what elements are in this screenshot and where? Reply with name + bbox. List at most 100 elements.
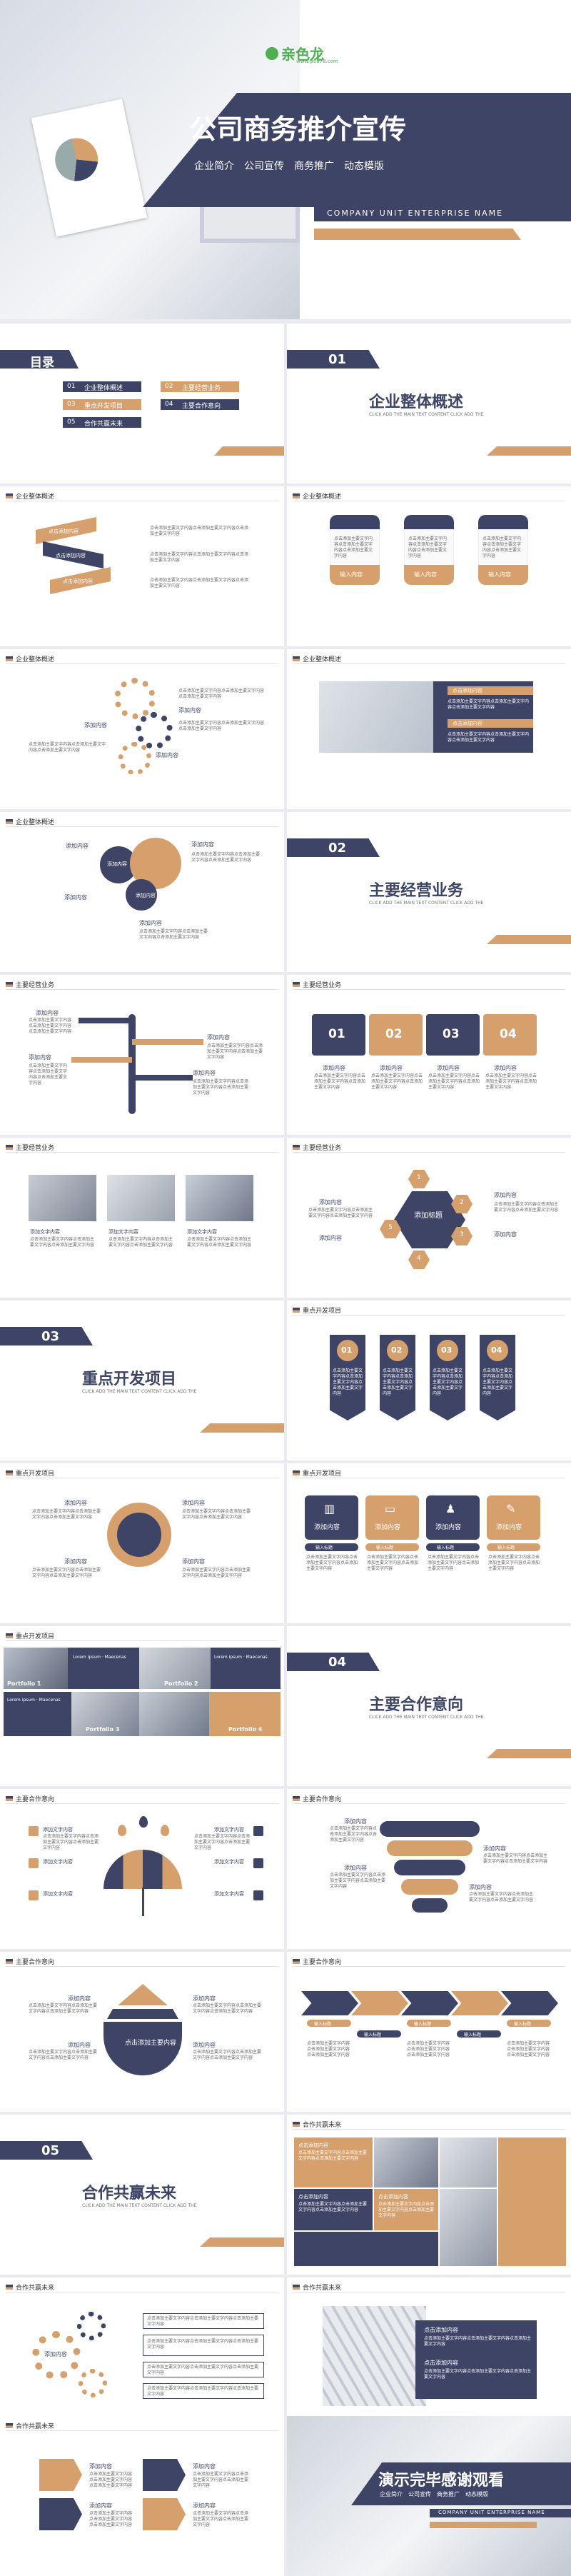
cooperation-chevrons-slide: 主要合作意向 输入标题 输入标题 输入标题 输入标题 输入标题 点击添加主要文字… (287, 1952, 571, 2112)
building-panel (415, 2320, 537, 2399)
section-accent (487, 935, 571, 944)
photo-title-1: 添加文字内容 (30, 1229, 60, 1235)
header-icon (293, 2285, 300, 2290)
section-number: 02 (328, 841, 347, 856)
book-icon: ▥ (324, 1502, 335, 1515)
header-icon (293, 2122, 300, 2127)
tile-text-1: 点击添加主要文字内容点击添加主要文字内容点击添加主要文字内容 (89, 2472, 133, 2488)
header-icon (6, 493, 13, 498)
chev-pill-5 (507, 2020, 551, 2027)
header-icon (293, 982, 300, 987)
arrow-right-1 (132, 1039, 203, 1045)
card-label-3: 输入内容 (488, 571, 511, 578)
photo-tag-label-2: 点击添加内容 (453, 721, 482, 726)
tile-label-1: 添加内容 (89, 2463, 112, 2470)
icon-card-label-1: 添加内容 (314, 1524, 340, 1531)
section-02-slide: 02 主要经营业务 CLICK ADD THE MAIN TEXT CONTEN… (287, 812, 571, 972)
section-number: 01 (328, 352, 347, 367)
icon-pill-label-2: 输入标题 (376, 1545, 394, 1550)
toc-item-2[interactable] (161, 381, 239, 392)
pillar-badge-1 (337, 1340, 358, 1361)
cross-center-icon (128, 1524, 150, 1545)
slide-header: 合作共赢未来 (6, 2282, 54, 2292)
portfolio-text-1: Lorem ipsum · Maecenas (73, 1655, 126, 1660)
gear-3-icon (118, 742, 151, 775)
future-photo-grid-slide: 合作共赢未来 点击添加内容 点击添加主要文字内容点击添加主要文字内容点击添加主要… (287, 2115, 571, 2275)
toc-item-5[interactable] (63, 417, 141, 428)
icon-pill-1 (305, 1543, 358, 1551)
pillar-num-1: 01 (341, 1345, 353, 1355)
header-text: 合作共赢未来 (303, 2122, 342, 2129)
toc-item-3[interactable] (63, 399, 141, 410)
header-line (6, 2430, 278, 2431)
photo-title-2: 添加文字内容 (108, 1229, 138, 1235)
puzzle-num-2: 02 (385, 1027, 403, 1041)
tile-1 (39, 2459, 82, 2491)
cross-label-4: 添加内容 (182, 1558, 205, 1565)
venn-text-4: 点击添加主要文字内容点击添加主要文字内容点击添加主要文字内容 (139, 929, 208, 940)
hex-num-2: 2 (460, 1199, 464, 1206)
cross-label-2: 添加内容 (182, 1500, 205, 1506)
section-number-bar (287, 350, 380, 369)
slide-header: 主要合作意向 (293, 1794, 341, 1803)
icon-pill-label-3: 输入标题 (437, 1545, 455, 1550)
header-icon (6, 1470, 13, 1475)
pillar-badge-2 (387, 1340, 408, 1361)
spiral-band-3 (394, 1860, 465, 1875)
section-number: 04 (328, 1655, 347, 1670)
chevron-5 (501, 1991, 558, 2015)
toc-item-4[interactable] (161, 399, 239, 410)
toc-num-3: 03 (67, 401, 76, 408)
photo-1 (29, 1175, 96, 1221)
card-top-2 (404, 515, 454, 529)
portfolio-photo-2 (139, 1648, 211, 1689)
slide-header: 重点开发项目 (6, 1468, 54, 1478)
header-line (6, 663, 278, 664)
card-text-2: 点击添加主要文字内容点击添加主要文字内容点击添加主要文字内容 (408, 536, 448, 558)
pyramid-label-1: 添加内容 (68, 1995, 91, 2002)
card-label-1: 输入内容 (340, 571, 363, 578)
pillar-badge-3 (437, 1340, 458, 1361)
hex-3 (451, 1227, 473, 1246)
header-text: 重点开发项目 (303, 1470, 342, 1478)
slide-header: 重点开发项目 (293, 1468, 341, 1478)
toc-item-1[interactable] (63, 381, 141, 392)
chev-text-3: 点击添加主要文字内容点击添加主要文字内容点击添加主要文字内容 (407, 2041, 450, 2058)
icon-card-label-4: 添加内容 (496, 1524, 522, 1531)
pillar-text-2: 点击添加主要文字内容点击添加主要文字内容点击添加主要文字内容 (383, 1368, 413, 1396)
header-line (293, 2129, 565, 2130)
photo-tag-1 (448, 686, 533, 695)
side-icon-1 (29, 1826, 39, 1836)
photo-text-2: 点击添加主要文字内容点击添加主要文字内容点击添加主要文字内容 (448, 732, 530, 743)
card-top-1 (330, 515, 380, 529)
header-icon (293, 1308, 300, 1313)
portfolio-text-2: Lorem ipsum · Maecenas (214, 1655, 268, 1660)
header-line (293, 663, 565, 664)
project-cross-slide: 重点开发项目 添加内容 添加内容 添加内容 添加内容 点击添加主要文字内容点击添… (0, 1463, 284, 1623)
tile-label-4: 添加内容 (193, 2502, 216, 2509)
cover-english: COMPANY UNIT ENTERPRISE NAME (327, 209, 504, 218)
header-text: 重点开发项目 (16, 1470, 55, 1478)
header-line (293, 1152, 565, 1153)
spiral-band-5 (412, 1898, 448, 1913)
portfolio-photo-1 (4, 1648, 68, 1689)
header-icon (6, 2285, 13, 2290)
section-number: 05 (41, 2143, 60, 2158)
header-line (293, 1803, 565, 1804)
card-text-1: 点击添加主要文字内容点击添加主要文字内容点击添加主要文字内容 (334, 536, 373, 558)
future-panel-4 (294, 2232, 438, 2266)
card-foot-2 (404, 565, 454, 585)
header-text: 重点开发项目 (16, 1633, 55, 1640)
header-text: 企业整体概述 (16, 819, 55, 826)
future-gear-label: 添加内容 (44, 2351, 67, 2357)
chev-pill-label-5: 输入标题 (514, 2022, 532, 2027)
future-label-1: 点击添加内容 (298, 2143, 328, 2148)
slide-header: 主要经营业务 (6, 1143, 54, 1152)
pillar-num-2: 02 (391, 1345, 403, 1355)
card-text-3: 点击添加主要文字内容点击添加主要文字内容点击添加主要文字内容 (482, 536, 522, 558)
arrow-stem (128, 1014, 136, 1114)
gear-text-3: 点击添加主要文字内容点击添加主要文字内容点击添加主要文字内容 (29, 742, 106, 753)
slide-header: 主要合作意向 (6, 1794, 54, 1803)
chev-pill-label-3: 输入标题 (414, 2022, 432, 2027)
